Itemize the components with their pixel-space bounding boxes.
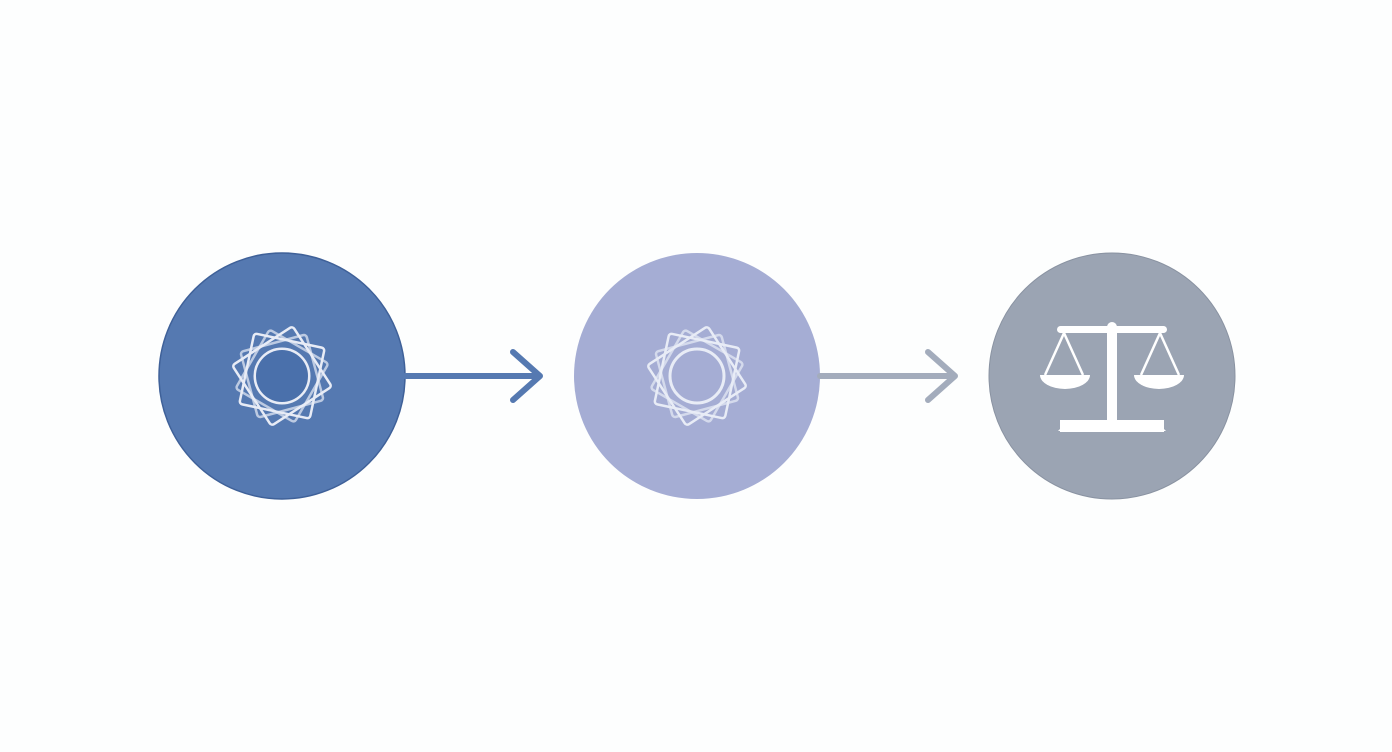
star-center [256, 350, 308, 402]
balance-scale-icon [1040, 322, 1184, 432]
arrow-1 [402, 349, 543, 403]
step-2-circle [574, 253, 820, 499]
arrow-2 [817, 349, 958, 403]
